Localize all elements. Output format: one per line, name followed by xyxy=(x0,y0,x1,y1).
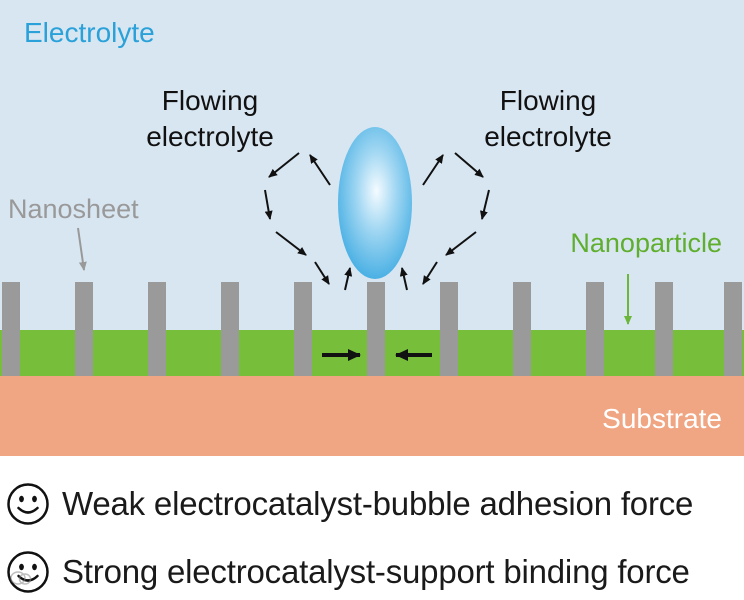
legend-text-binding: Strong electrocatalyst-support binding f… xyxy=(62,553,690,590)
legend-text-adhesion: Weak electrocatalyst-bubble adhesion for… xyxy=(62,485,694,522)
watermark xyxy=(10,570,32,586)
legend-item-adhesion: Weak electrocatalyst-bubble adhesion for… xyxy=(6,482,693,526)
right-flow-arrows xyxy=(399,152,490,291)
nanosheet xyxy=(221,282,239,376)
flow-arrow xyxy=(309,154,331,186)
flow-arrow xyxy=(454,152,484,178)
bubble-icon xyxy=(338,127,412,279)
electrolyte-label: Electrolyte xyxy=(24,17,155,48)
flow-arrow xyxy=(344,267,353,291)
nanosheet xyxy=(586,282,604,376)
legend-item-binding: Strong electrocatalyst-support binding f… xyxy=(6,550,690,594)
flow-arrow xyxy=(275,231,307,256)
nanosheet xyxy=(367,282,385,376)
nanosheet-array xyxy=(2,282,742,376)
flowing-right-line2: electrolyte xyxy=(484,121,612,152)
nanosheet-pointer xyxy=(77,227,87,271)
nanosheet xyxy=(440,282,458,376)
left-flow-arrows xyxy=(264,152,353,291)
flowing-left-line2: electrolyte xyxy=(146,121,274,152)
nanosheet xyxy=(513,282,531,376)
diagram: Electrolyte Flowing electrolyte Flowing … xyxy=(0,0,744,456)
watermark-icon xyxy=(10,571,32,585)
flowing-right-line1: Flowing xyxy=(500,85,596,116)
flow-arrow xyxy=(264,189,273,220)
nanosheet xyxy=(75,282,93,376)
substrate-region xyxy=(0,376,744,456)
nanoparticle-label: Nanoparticle xyxy=(570,228,722,258)
nanosheet xyxy=(2,282,20,376)
flow-arrow xyxy=(314,261,330,285)
nanosheet-label: Nanosheet xyxy=(8,194,139,224)
flowing-left-line1: Flowing xyxy=(162,85,258,116)
nanosheet xyxy=(655,282,673,376)
diagram-canvas: Electrolyte Flowing electrolyte Flowing … xyxy=(0,0,744,456)
flow-arrow xyxy=(445,231,477,256)
smiley-icon xyxy=(7,483,49,525)
flow-arrow xyxy=(422,261,438,285)
flow-arrow xyxy=(399,267,408,291)
nanosheet xyxy=(148,282,166,376)
flow-arrow xyxy=(479,189,490,220)
substrate-label: Substrate xyxy=(602,403,722,434)
nanosheet xyxy=(724,282,742,376)
flow-arrow xyxy=(268,152,300,178)
flow-arrow xyxy=(422,154,444,186)
nanosheet xyxy=(294,282,312,376)
